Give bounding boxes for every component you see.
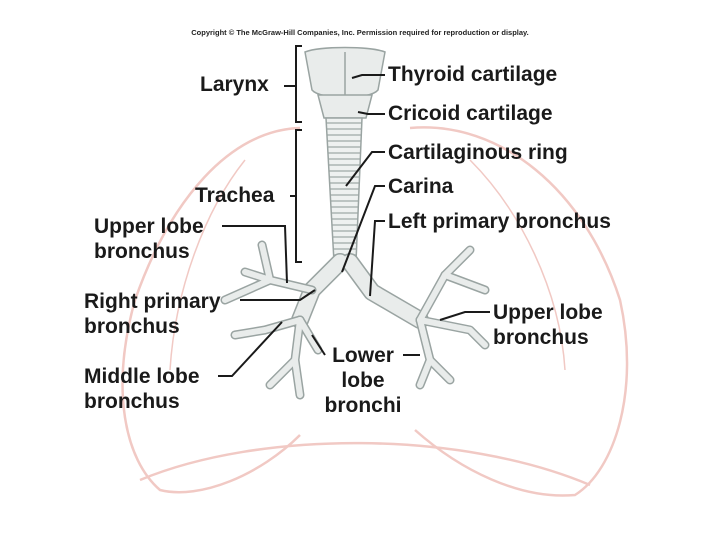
label-middle-lobe-bronchus: Middle lobe bronchus [84, 364, 200, 414]
label-line: bronchus [493, 326, 589, 349]
middle-lobe-leader [218, 321, 283, 377]
left-lung [409, 126, 629, 497]
leader-lines [218, 45, 490, 377]
lungs-outline [121, 126, 629, 497]
ring-leader [345, 151, 385, 187]
label-line: Upper lobe [493, 301, 603, 324]
right-lung [121, 126, 301, 494]
copyright-notice: Copyright © The McGraw-Hill Companies, I… [191, 28, 529, 37]
carina-leader [341, 185, 385, 273]
larynx-bracket [284, 45, 302, 123]
label-line: bronchus [94, 240, 190, 263]
left-primary-leader [369, 220, 385, 297]
lung-inner-left [469, 159, 566, 371]
label-right-primary-bronchus: Right primary bronchus [84, 289, 221, 339]
trachea-shape [325, 117, 363, 263]
label-line: bronchus [84, 390, 180, 413]
diaphragm [139, 441, 591, 487]
lower-lobe-leader-left [311, 334, 326, 356]
larynx-shape [304, 46, 386, 119]
label-lower-lobe-bronchi: Lower lobe bronchi [318, 343, 408, 418]
label-line: lobe [341, 369, 385, 392]
label-line: Upper lobe [94, 215, 204, 238]
label-larynx: Larynx [200, 73, 269, 96]
label-carina: Carina [388, 175, 454, 198]
label-upper-lobe-bronchus-right: Upper lobe bronchus [94, 214, 204, 264]
label-trachea: Trachea [195, 184, 275, 207]
label-cricoid-cartilage: Cricoid cartilage [388, 102, 553, 125]
label-left-primary-bronchus: Left primary bronchus [388, 210, 611, 233]
label-line: Right primary [84, 290, 221, 313]
label-line: Middle lobe [84, 365, 200, 388]
right-primary-leader [240, 289, 316, 301]
thyroid-leader [351, 74, 385, 79]
label-line: bronchi [324, 394, 402, 417]
label-line: bronchus [84, 315, 180, 338]
label-cartilaginous-ring: Cartilaginous ring [388, 141, 568, 164]
label-upper-lobe-bronchus-left: Upper lobe bronchus [493, 300, 603, 350]
lung-inner-right [169, 159, 246, 371]
cricoid-leader [357, 111, 385, 115]
trachea-bracket [290, 129, 302, 263]
upper-left-leader [439, 311, 490, 321]
upper-right-leader [222, 225, 288, 284]
label-line: Lower [332, 344, 394, 367]
label-thyroid-cartilage: Thyroid cartilage [388, 63, 558, 86]
bronchial-tree [220, 240, 490, 400]
